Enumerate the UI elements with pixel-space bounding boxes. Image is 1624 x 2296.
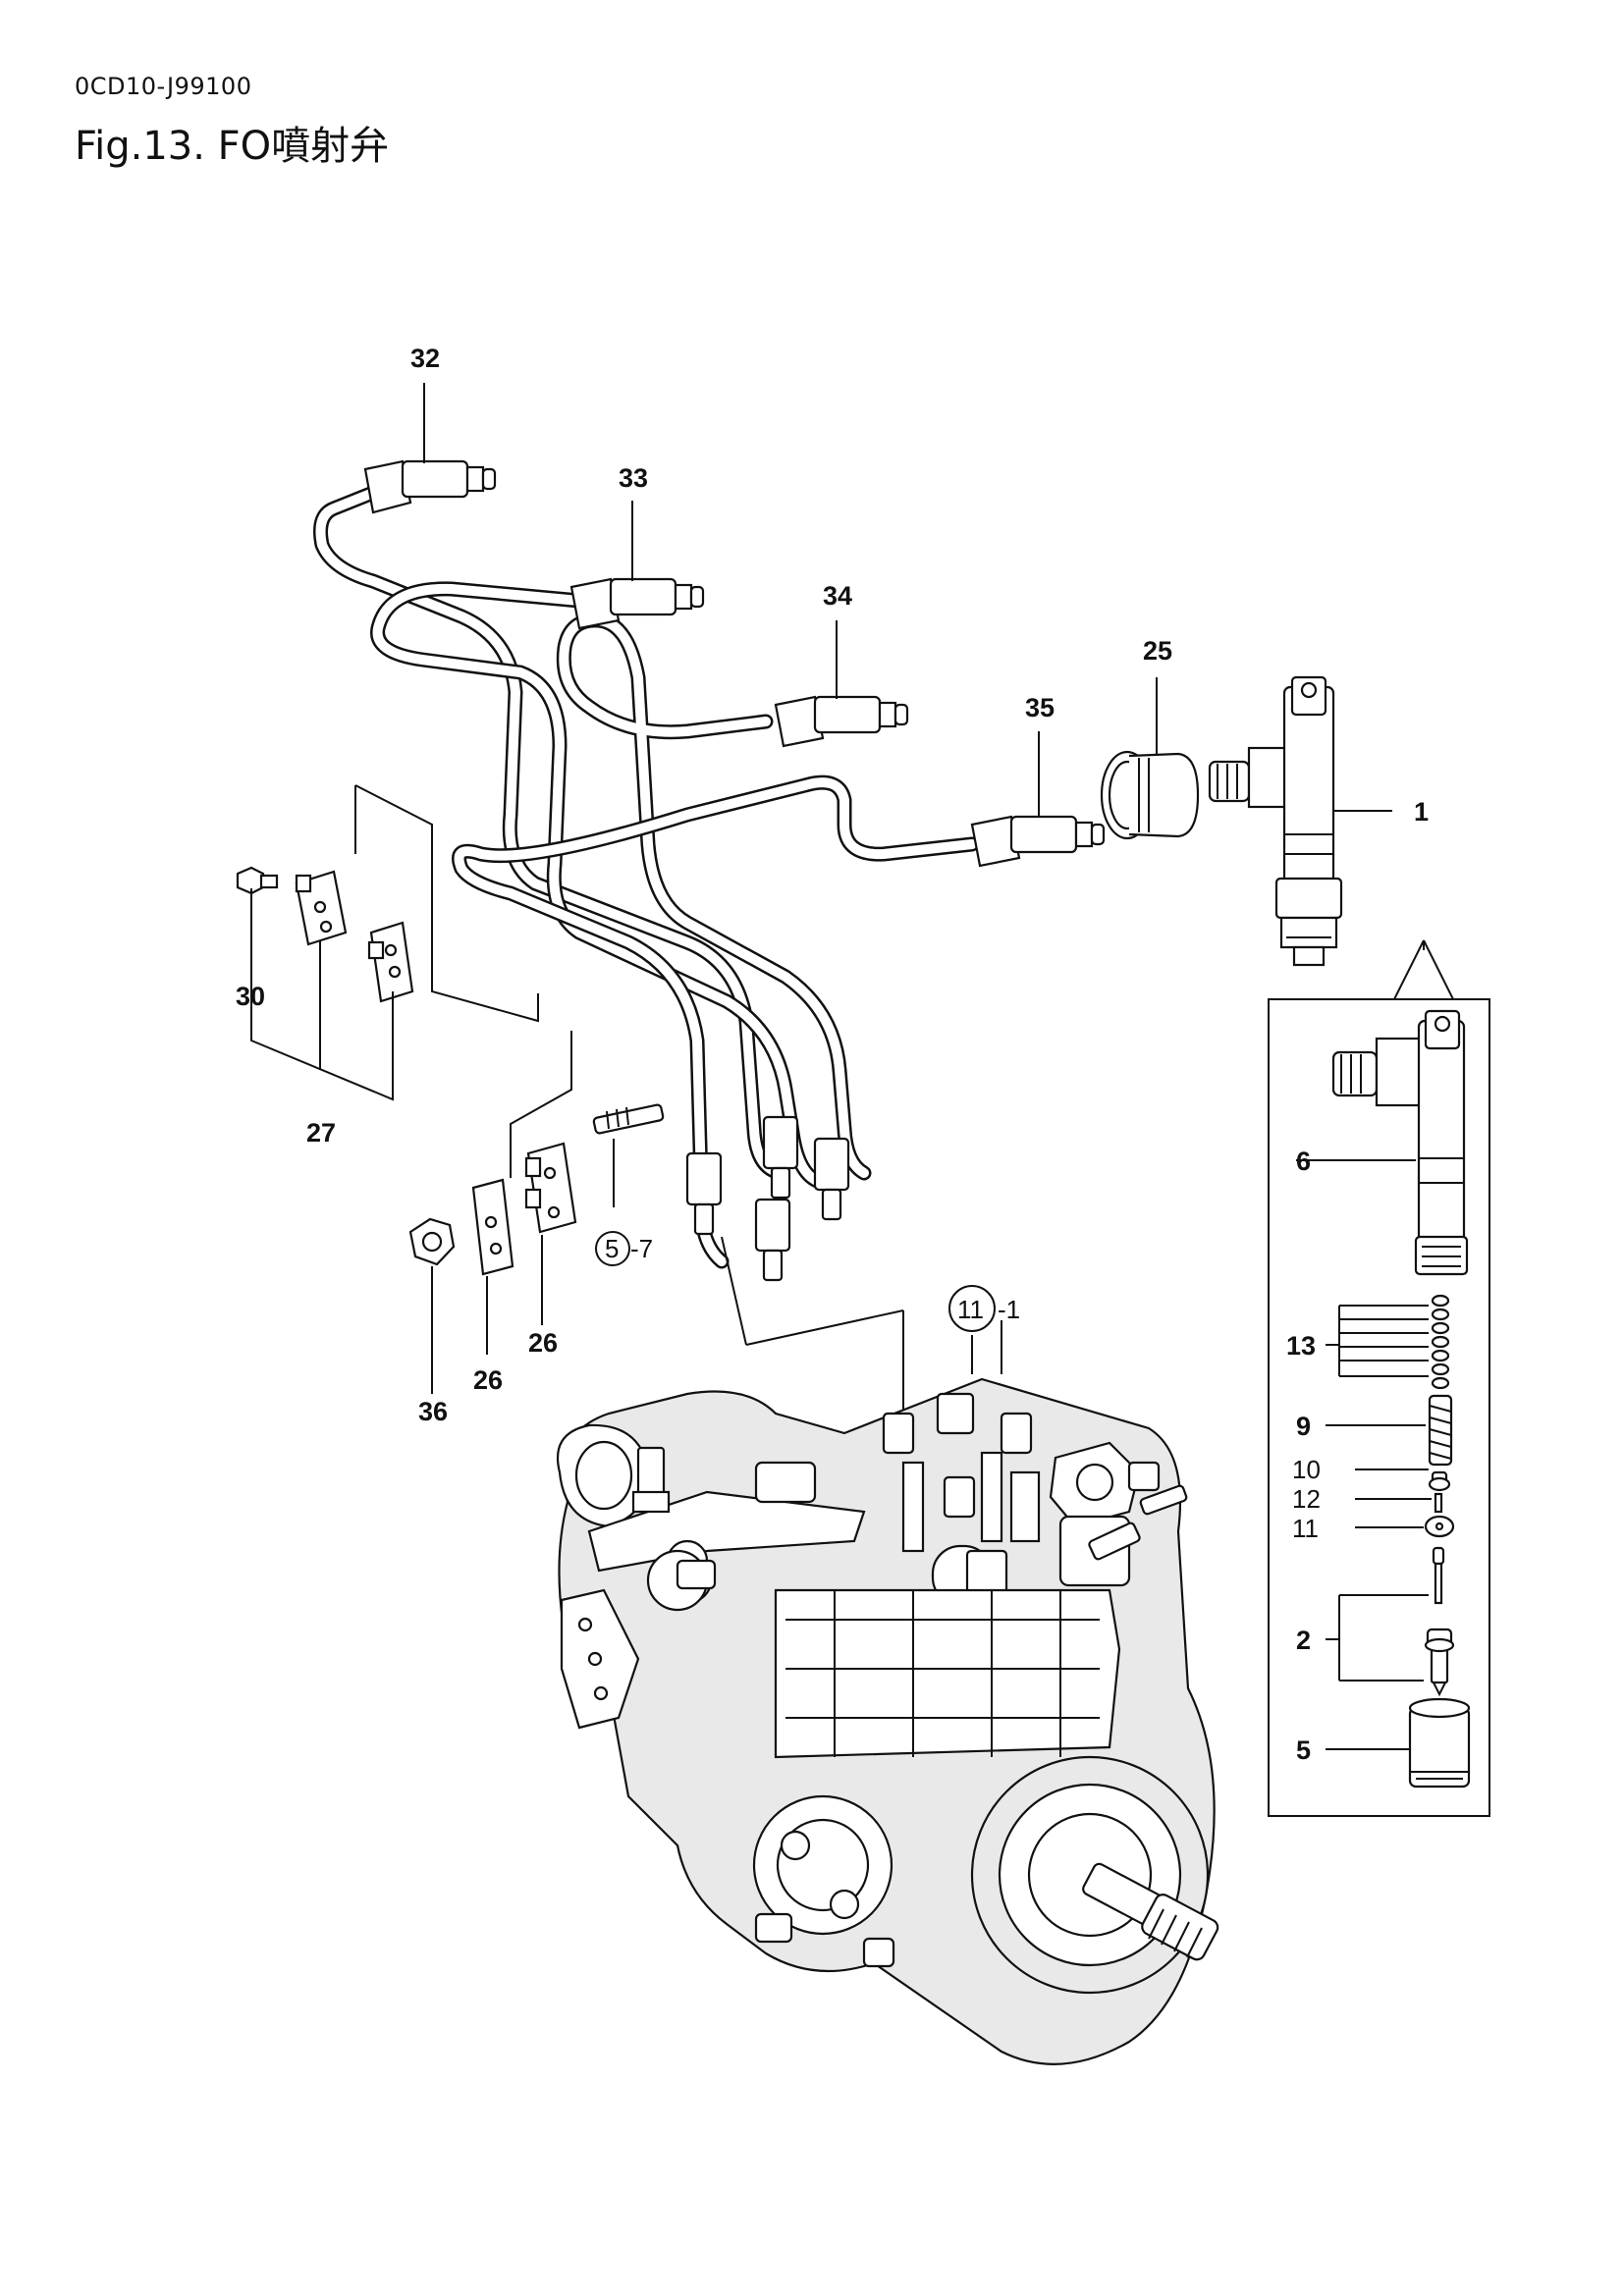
clamp-group-lower bbox=[408, 1031, 665, 1394]
callout-11-1: 11 -1 bbox=[948, 1285, 1020, 1332]
callout-5-7: 5 -7 bbox=[595, 1231, 653, 1266]
callout-10: 10 bbox=[1292, 1455, 1321, 1484]
callout-5-7-number: 5 bbox=[605, 1234, 619, 1263]
callout-11-1-suffix: -1 bbox=[998, 1295, 1020, 1324]
pipe-34-nut bbox=[774, 695, 909, 748]
callout-5: 5 bbox=[1296, 1735, 1311, 1765]
retaining-nut-part-5 bbox=[1408, 1697, 1471, 1789]
figure-title: Fig.13. FO噴射弁 bbox=[75, 124, 390, 169]
clamp-part-26b bbox=[471, 1178, 514, 1276]
callout-26-right: 26 bbox=[528, 1328, 558, 1358]
clamp-part-27b bbox=[367, 921, 414, 1003]
pin-part-12 bbox=[1434, 1492, 1443, 1514]
callout-labels: 32 33 34 25 35 1 30 27 5 -7 26 26 36 11 … bbox=[236, 344, 1429, 1765]
callout-33: 33 bbox=[619, 463, 648, 493]
lower-nut-3 bbox=[762, 1115, 799, 1200]
callout-9: 9 bbox=[1296, 1412, 1311, 1441]
callout-27: 27 bbox=[306, 1118, 336, 1148]
distance-piece-part-11 bbox=[1424, 1515, 1455, 1538]
callout-26-left: 26 bbox=[473, 1365, 503, 1395]
clamp-group-upper bbox=[236, 784, 539, 1101]
pipe-35-nut bbox=[970, 815, 1106, 868]
injection-pipes bbox=[313, 485, 980, 1269]
callout-11: 11 bbox=[1292, 1514, 1319, 1543]
callout-6: 6 bbox=[1296, 1147, 1311, 1176]
callout-30: 30 bbox=[236, 982, 265, 1011]
stud-part-5-7 bbox=[592, 1103, 665, 1135]
seal-part-25 bbox=[1100, 750, 1200, 840]
injector-detail-box bbox=[1268, 939, 1490, 1817]
callout-35: 35 bbox=[1025, 693, 1055, 722]
leader-lines bbox=[423, 383, 1432, 1750]
callout-1: 1 bbox=[1414, 797, 1429, 827]
nut-part-36 bbox=[408, 1217, 456, 1266]
callout-11-1-number: 11 bbox=[957, 1295, 984, 1324]
clamp-part-26a bbox=[524, 1142, 577, 1234]
callout-25: 25 bbox=[1143, 636, 1172, 666]
spring-part-9 bbox=[1428, 1394, 1453, 1467]
shim-stack-part-13 bbox=[1431, 1294, 1450, 1390]
nozzle-holder-part-6 bbox=[1331, 1009, 1469, 1276]
lower-nut-1 bbox=[685, 1151, 723, 1236]
nozzle-part-2 bbox=[1424, 1546, 1455, 1697]
callout-5-7-suffix: -7 bbox=[630, 1234, 653, 1263]
lower-nut-2 bbox=[754, 1198, 791, 1282]
pipe-end-fittings-lower bbox=[685, 1115, 850, 1282]
clamp-part-27a bbox=[295, 870, 348, 946]
pipe-32-nut bbox=[363, 459, 497, 514]
callout-36: 36 bbox=[418, 1397, 448, 1426]
callout-32: 32 bbox=[410, 344, 440, 373]
document-code: 0CD10-J99100 bbox=[75, 73, 252, 100]
pipe-33-nut bbox=[569, 577, 705, 630]
lower-nut-4 bbox=[813, 1137, 850, 1221]
callout-2: 2 bbox=[1296, 1626, 1311, 1655]
injector-assembly-part-1 bbox=[1208, 675, 1343, 967]
bolt-part-30 bbox=[236, 866, 279, 895]
injection-pump-part-11-1 bbox=[556, 1236, 1219, 2065]
pipe-end-fittings-upper bbox=[363, 459, 1106, 868]
spring-seat-part-10 bbox=[1428, 1470, 1451, 1492]
callout-13: 13 bbox=[1286, 1331, 1316, 1361]
callout-12: 12 bbox=[1292, 1484, 1321, 1514]
callout-34: 34 bbox=[823, 581, 852, 611]
